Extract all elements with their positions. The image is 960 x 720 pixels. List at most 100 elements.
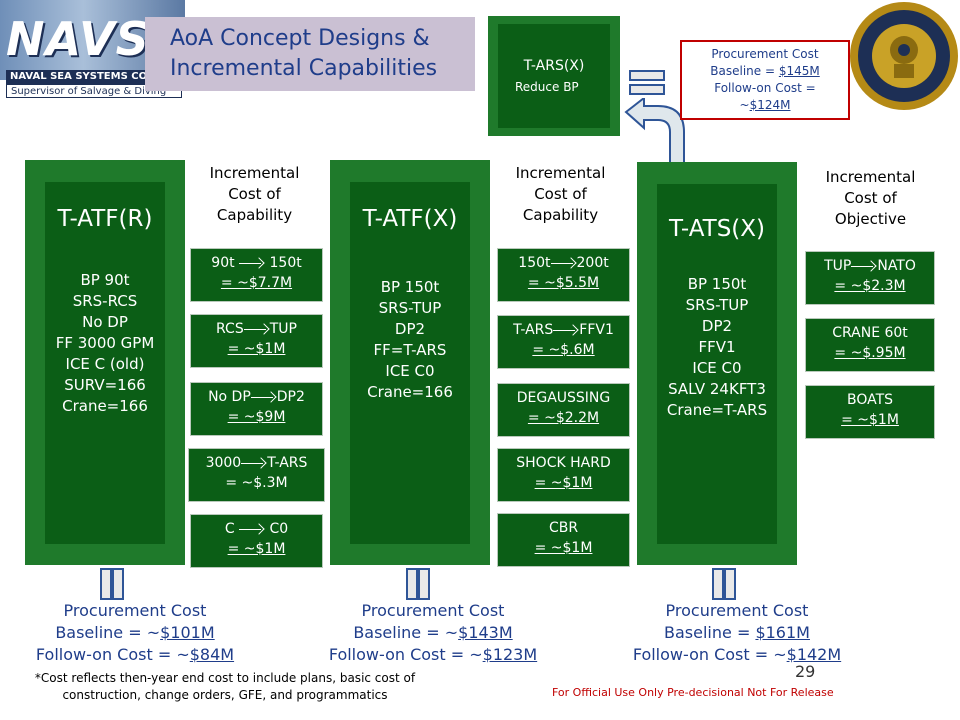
spec-line: Crane=166 — [367, 383, 453, 401]
vehicle-name-tatf-r: T-ATF(R) — [57, 206, 153, 232]
proc-followon-line: Follow-on Cost = ~$142M — [612, 644, 862, 666]
tars-proc-followon: $124M — [749, 98, 791, 112]
cost-to: 150t — [269, 255, 302, 271]
proc-baseline-prefix: Baseline = ~ — [55, 623, 161, 642]
tars-proc-label: Procurement Cost — [711, 47, 819, 61]
proc-label: Procurement Cost — [665, 601, 809, 620]
cost-value: = ~$5.5M — [527, 275, 600, 291]
page-title-line1: AoA Concept Designs & — [170, 26, 430, 51]
proc-baseline-prefix: Baseline = — [664, 623, 756, 642]
equals-bar — [100, 568, 112, 600]
proc-baseline: $143M — [458, 623, 513, 642]
cost-to: NATO — [877, 258, 916, 274]
cost-from: TUP — [824, 258, 852, 274]
cost-box-title: TUP NATO — [806, 256, 934, 276]
cost-to: C0 — [269, 521, 289, 537]
spec-line: SURV=166 — [64, 376, 146, 394]
spec-line: SALV 24KFT3 — [668, 380, 766, 398]
spec-line: DP2 — [701, 317, 733, 335]
column-tatf-x-face — [350, 182, 470, 544]
proc-followon-prefix: Follow-on Cost = ~ — [35, 645, 190, 664]
cost-from: T-ARS — [513, 322, 554, 338]
inc-label-line: Capability — [522, 206, 599, 224]
procurement-tatf-x: Procurement Cost Baseline = ~$143M Follo… — [308, 600, 558, 666]
spec-line: SRS-TUP — [685, 296, 749, 314]
cost-value: = ~$1M — [227, 341, 286, 357]
spec-line: BP 150t — [687, 275, 747, 293]
tars-proc-followon-label: Follow-on Cost = — [714, 81, 816, 95]
cost-value: = ~$.3M — [225, 475, 288, 491]
inc-label-line: Cost of — [534, 185, 587, 203]
cost-to: DP2 — [276, 389, 305, 405]
supsalv-seal-icon — [850, 2, 958, 110]
proc-baseline-line: Baseline = $161M — [612, 622, 862, 644]
cost-box-150t-200t: 150t 200t = ~$5.5M — [497, 248, 630, 302]
incremental-label-3: Incremental Cost of Objective — [808, 167, 933, 230]
proc-baseline: $161M — [755, 623, 810, 642]
inc-label-line: Cost of — [228, 185, 281, 203]
tars-proc-baseline-line: Baseline = $145M — [682, 63, 848, 80]
equals-bar-top — [629, 70, 665, 81]
cost-box-title: SHOCK HARD — [516, 455, 611, 471]
cost-value: = ~$.95M — [834, 345, 906, 361]
tars-proc-baseline: $145M — [778, 64, 820, 78]
cost-box-title: 150t 200t — [498, 253, 629, 273]
cost-value: = ~$9M — [227, 409, 286, 425]
cost-box-ice: C C0 = ~$1M — [190, 514, 323, 568]
proc-followon-prefix: Follow-on Cost = ~ — [328, 645, 483, 664]
proc-baseline-prefix: Baseline = ~ — [353, 623, 459, 642]
proc-label: Procurement Cost — [361, 601, 505, 620]
cost-box-title: 90t 150t — [191, 253, 322, 273]
column-tats-x-face — [657, 184, 777, 544]
cost-to: 200t — [576, 255, 609, 271]
cost-from: No DP — [208, 389, 251, 405]
vehicle-name-tats-x: T-ATS(X) — [668, 216, 766, 242]
proc-followon: $84M — [189, 645, 235, 664]
vehicle-name-tatf-x: T-ATF(X) — [362, 206, 458, 232]
tars-proc-followon-line: ~$124M — [682, 97, 848, 114]
vehicle-specs-tats-x: BP 150t SRS-TUP DP2 FFV1 ICE C0 SALV 24K… — [652, 274, 782, 421]
tars-subtitle: Reduce BP — [515, 80, 579, 94]
inc-label-line: Incremental — [515, 164, 606, 182]
spec-line: FF=T-ARS — [373, 341, 447, 359]
inc-label-line: Incremental — [209, 164, 300, 182]
proc-followon: $142M — [786, 645, 842, 664]
cost-from: 3000 — [205, 455, 242, 471]
spec-line: SRS-RCS — [72, 292, 138, 310]
cost-box-boats: BOATS = ~$1M — [805, 385, 935, 439]
spec-line: Crane=T-ARS — [666, 401, 768, 419]
proc-followon: $123M — [482, 645, 538, 664]
official-use-notice: For Official Use Only Pre-decisional Not… — [552, 686, 834, 699]
equals-bar — [406, 568, 418, 600]
cost-box-shock-hard: SHOCK HARD = ~$1M — [497, 448, 630, 502]
right-arrow-icon — [241, 458, 267, 468]
right-arrow-icon — [250, 392, 277, 402]
cost-from: 90t — [211, 255, 235, 271]
incremental-label-2: Incremental Cost of Capability — [498, 163, 623, 226]
inc-label-line: Cost of — [844, 189, 897, 207]
proc-baseline-line: Baseline = ~$101M — [20, 622, 250, 644]
cost-value: = ~$7.7M — [220, 275, 293, 291]
spec-line: ICE C0 — [385, 362, 435, 380]
logo-subtitle-command: NAVAL SEA SYSTEMS COMMAND — [6, 70, 186, 84]
spec-line: DP2 — [394, 320, 426, 338]
procurement-tats-x: Procurement Cost Baseline = $161M Follow… — [612, 600, 862, 666]
vehicle-specs-tatf-r: BP 90t SRS-RCS No DP FF 3000 GPM ICE C (… — [45, 270, 165, 417]
cost-box-title: CBR — [548, 520, 579, 536]
cost-box-degaussing: DEGAUSSING = ~$2.2M — [497, 383, 630, 437]
incremental-label-1: Incremental Cost of Capability — [192, 163, 317, 226]
cost-from: 150t — [518, 255, 551, 271]
spec-line: Crane=166 — [62, 397, 148, 415]
logo-subtitle-supsalv: Supervisor of Salvage & Diving — [6, 84, 182, 98]
right-arrow-icon — [550, 258, 577, 268]
right-arrow-icon — [851, 261, 877, 271]
spec-line: BP 90t — [80, 271, 130, 289]
proc-baseline: $101M — [160, 623, 215, 642]
equals-bar — [712, 568, 724, 600]
cost-box-90t-150t: 90t 150t = ~$7.7M — [190, 248, 323, 302]
cost-from: RCS — [216, 321, 244, 337]
title-background — [145, 17, 475, 91]
